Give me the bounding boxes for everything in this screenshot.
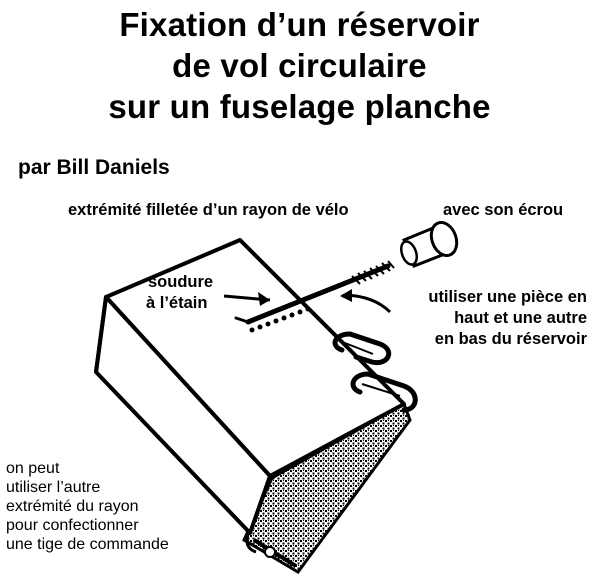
solder-bead	[249, 306, 311, 333]
note-line-1: on peut	[6, 460, 60, 477]
label-pieces: utiliser une pièce en haut et une autre …	[428, 287, 587, 350]
bent-strap-bottom	[350, 371, 418, 413]
note-line-4: pour confectionner	[6, 517, 139, 534]
piece-arrow	[340, 289, 392, 314]
title-line-1: Fixation d’un réservoir	[119, 6, 480, 43]
label-solder-line-1: soudure	[148, 273, 214, 291]
label-spoke-end: extrémité filletée d’un rayon de vélo	[68, 201, 349, 219]
label-solder: soudure à l’étain	[146, 272, 214, 314]
diagram-title: Fixation d’un réservoir de vol circulair…	[0, 4, 599, 127]
label-pieces-line-2: haut et une autre	[454, 309, 587, 327]
control-rod-note: on peut utiliser l’autre extrémité du ra…	[6, 459, 169, 554]
fuel-tank	[94, 238, 406, 554]
label-solder-line-2: à l’étain	[146, 294, 208, 312]
title-line-2: de vol circulaire	[172, 47, 427, 84]
label-nut: avec son écrou	[443, 201, 564, 219]
bent-strap-top	[332, 331, 392, 366]
label-pieces-line-1: utiliser une pièce en	[428, 288, 587, 306]
bicycle-spoke	[234, 260, 395, 325]
solder-arrow	[223, 292, 271, 306]
author-credit: par Bill Daniels	[18, 156, 170, 179]
note-line-3: extrémité du rayon	[6, 498, 139, 515]
nut	[399, 221, 459, 268]
note-line-5: une tige de commande	[6, 536, 169, 553]
note-line-2: utiliser l’autre	[6, 479, 101, 496]
label-pieces-line-3: en bas du réservoir	[434, 330, 587, 348]
title-line-3: sur un fuselage planche	[108, 88, 491, 125]
